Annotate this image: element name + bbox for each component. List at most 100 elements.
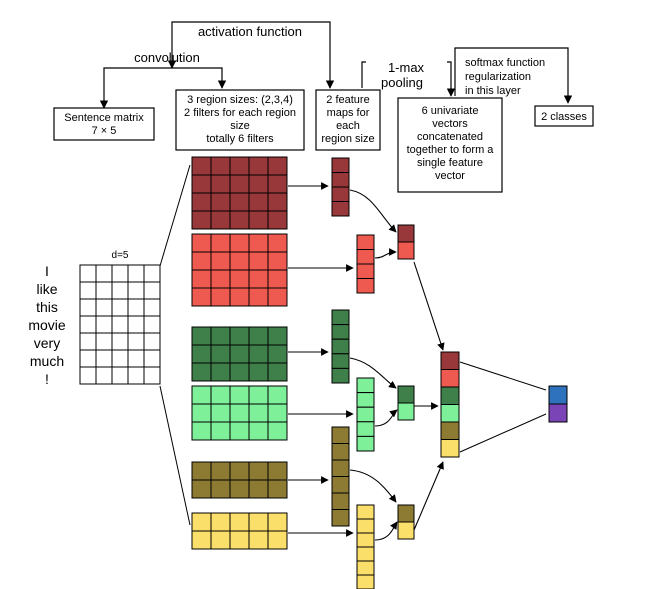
filter-region2-b-cell [267,530,288,550]
feature-map-olive-cell [331,426,350,444]
output-classes [548,385,568,423]
filter-to-map-arrows [288,182,354,537]
feature-map-yellow-cell [356,504,375,520]
filter-region3-a-cell [191,344,212,364]
filter-region4-a-cell [191,192,212,212]
convolution-label: convolution [134,50,200,65]
filter-region3-a-cell [210,362,231,382]
sentence-matrix-cell [143,281,161,300]
filter-funnel-lines [159,164,191,526]
filter-region4-a-cell [210,174,231,194]
filter-region3-b-cell [229,403,250,423]
feature-map-olive-cell [331,476,350,494]
feature-map-light-green-cell [356,377,375,394]
sentence-matrix-cell [79,315,97,334]
filter-region3-b [191,385,288,441]
sentence-matrix-cell [111,264,129,283]
classes-box [534,105,594,127]
filter-region2-a-cell [248,479,269,499]
filter-region3-b-cell [210,385,231,405]
univariate-text-4: together to form a [407,144,495,156]
concat-cell [440,421,460,440]
univariate-text-1: 6 univariate [422,105,479,117]
sentence-matrix [79,264,161,385]
pooling-label-line2: pooling [381,75,423,90]
region-sizes-box [175,89,305,151]
filter-region2-b [191,512,288,550]
filter-region4-b-cell [191,269,212,289]
univariate-text-6: vector [435,170,465,182]
filter-region4-b-cell [210,287,231,307]
filter-region3-b-cell [267,403,288,423]
feature-map-dark-green-cell [331,353,350,369]
sentence-matrix-text-1: Sentence matrix [64,112,144,124]
filter-region4-b-cell [248,287,269,307]
filter-region4-b-cell [210,233,231,253]
feature-map-yellow-cell [356,560,375,576]
sentence-matrix-cell [95,281,113,300]
feature-map-dark-green-cell [331,309,350,326]
feature-map-dark-green-cell [331,367,350,384]
filter-region3-b-cell [191,421,212,441]
filter-region4-a-cell [229,156,250,176]
activation-function-label: activation function [198,24,302,39]
feature-map-red-cell [356,263,375,279]
filter-region4-a-cell [248,192,269,212]
sentence-matrix-cell [79,349,97,368]
pooled-olive-cell [397,504,415,523]
feature-map-dark-green [331,309,350,384]
pooled-red [397,241,415,260]
feature-map-dark-red-cell [331,157,350,173]
sentence-matrix-cell [79,298,97,317]
filter-region3-a-cell [229,344,250,364]
sentence-matrix-cell [143,298,161,317]
sentence-matrix-cell [95,366,113,385]
filter-region4-b-cell [191,251,212,271]
sentence-matrix-cell [127,298,145,317]
feature-map-light-green-cell [356,435,375,452]
concat-cell [440,369,460,388]
filter-region4-a-cell [229,174,250,194]
feature-map-olive-cell [331,492,350,510]
feature-maps-text-1: 2 feature [326,94,369,106]
filter-region4-b-cell [248,251,269,271]
filter-region3-b-cell [210,421,231,441]
filter-region4-a-cell [191,174,212,194]
sentence-word: ! [45,371,49,387]
feature-map-light-green-cell [356,406,375,423]
feature-maps [331,157,375,589]
pooled-yellow-cell [397,521,415,540]
filter-region4-a-cell [267,210,288,230]
filter-region3-a-cell [229,362,250,382]
sentence-matrix-cell [143,349,161,368]
concat-cell [440,439,460,458]
sentence-matrix-cell [143,315,161,334]
sentence-matrix-cell [111,281,129,300]
region-sizes-text-1: 3 region sizes: (2,3,4) [187,94,293,106]
feature-map-olive [331,426,350,527]
filter-region2-b-cell [248,530,269,550]
filter-region4-a-cell [229,210,250,230]
softmax-label-line1: softmax function [465,57,545,69]
filter-region2-b-cell [191,530,212,550]
filter-region4-a-cell [210,156,231,176]
sentence-matrix-cell [95,349,113,368]
filter-region3-a [191,326,288,382]
feature-map-olive-cell [331,459,350,477]
feature-map-light-green-cell [356,392,375,408]
feature-map-dark-red [331,157,350,217]
sentence-matrix-cell [143,366,161,385]
sentence-matrix-cell [95,298,113,317]
region-sizes-text-2: 2 filters for each region [184,107,296,119]
filter-region2-a-cell [267,479,288,499]
filter-region3-b-cell [229,385,250,405]
filter-region4-a-cell [229,192,250,212]
filter-region3-b-cell [267,421,288,441]
pooling-arrows [349,189,398,541]
concat-arrows [413,261,445,531]
pooled-red-cell [397,241,415,260]
univariate-text-5: single feature [417,157,483,169]
concat-cell [440,404,460,423]
